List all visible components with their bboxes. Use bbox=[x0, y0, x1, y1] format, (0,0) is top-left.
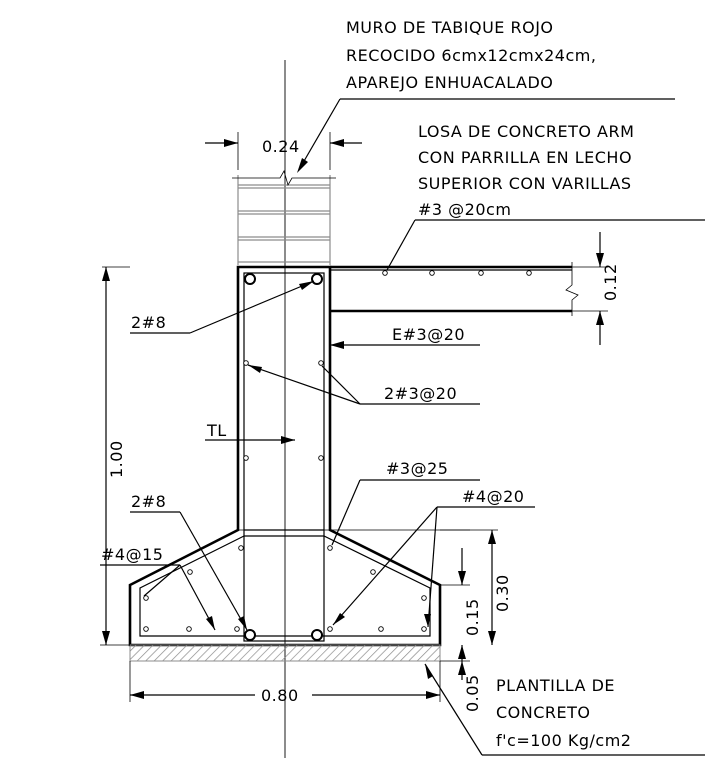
dim-wall-width: 0.24 bbox=[262, 137, 300, 156]
dim-plantilla-thickness: 0.05 bbox=[463, 674, 482, 712]
dim-footing-width: 0.80 bbox=[261, 686, 299, 705]
label-stirrups: E#3@20 bbox=[392, 325, 465, 344]
label-footing-right: #4@20 bbox=[462, 487, 524, 506]
plantilla-hatch bbox=[129, 644, 441, 662]
leader-lines bbox=[100, 98, 705, 756]
muro-note-line-3: APAREJO ENHUACALADO bbox=[346, 73, 553, 92]
losa-note-line-3: SUPERIOR CON VARILLAS bbox=[418, 174, 632, 193]
losa-note-line-4: #3 @20cm bbox=[418, 200, 511, 219]
concrete-slab bbox=[330, 262, 579, 316]
dim-total-height: 1.00 bbox=[107, 440, 126, 478]
dimension-lines bbox=[100, 132, 608, 702]
label-top-bars: 2#8 bbox=[131, 313, 166, 332]
label-side-bars: 2#3@20 bbox=[384, 384, 457, 403]
label-tl: TL bbox=[206, 421, 227, 440]
label-footing-left: #4@15 bbox=[101, 545, 163, 564]
dim-footing-edge: 0.15 bbox=[463, 598, 482, 636]
muro-note-line-1: MURO DE TABIQUE ROJO bbox=[346, 18, 554, 37]
losa-note-line-1: LOSA DE CONCRETO ARM bbox=[418, 122, 634, 141]
plantilla-note-line-3: f'c=100 Kg/cm2 bbox=[496, 731, 631, 750]
label-bottom-bars: 2#8 bbox=[131, 492, 166, 511]
brick-wall bbox=[232, 169, 336, 265]
side-bars bbox=[143, 360, 427, 632]
muro-note-line-2: RECOCIDO 6cmx12cmx24cm, bbox=[346, 46, 596, 65]
plantilla-note-line-2: CONCRETO bbox=[496, 703, 591, 722]
dim-footing-height: 0.30 bbox=[493, 574, 512, 612]
losa-note-line-2: CON PARRILLA EN LECHO bbox=[418, 148, 632, 167]
plantilla-note-line-1: PLANTILLA DE bbox=[496, 676, 615, 695]
concrete-wall bbox=[128, 265, 470, 647]
dim-slab-thickness: 0.12 bbox=[601, 263, 620, 301]
label-haunch-bars: #3@25 bbox=[386, 459, 448, 478]
